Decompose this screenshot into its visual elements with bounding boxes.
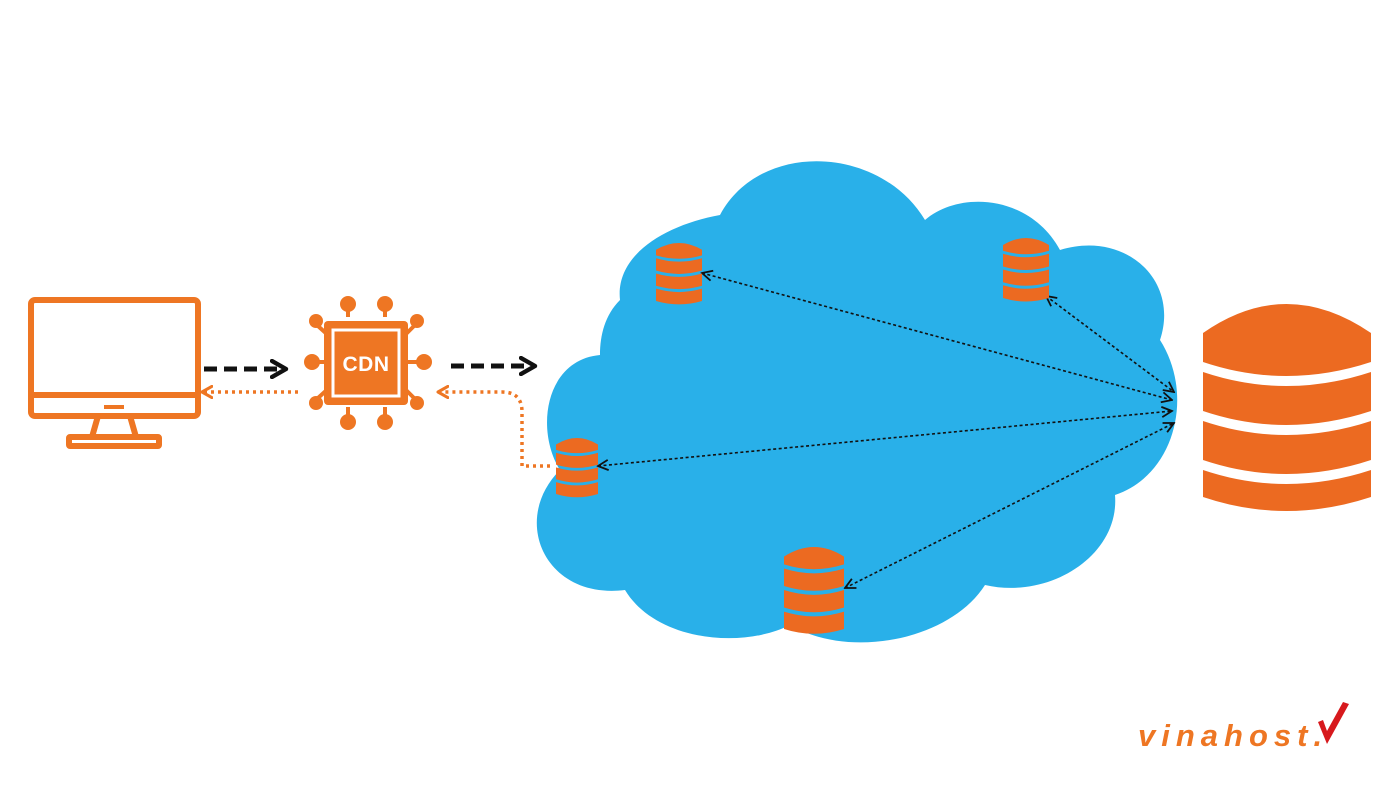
replication-arrow-top-left: [702, 273, 1172, 400]
cache-server-bottom: [784, 547, 844, 634]
cdn-chip-icon: CDN: [304, 296, 432, 430]
cylinder-band: [1003, 253, 1049, 271]
cylinder-band: [656, 288, 702, 305]
monitor-icon: [28, 297, 201, 449]
cloud-icon: [536, 161, 1178, 643]
cylinder-band: [656, 243, 702, 259]
cylinder-band: [556, 467, 598, 483]
cdn-label: CDN: [343, 353, 390, 376]
brand-wordmark: vinahost.: [1138, 718, 1328, 753]
vinahost-logo: vinahost.: [1138, 702, 1349, 753]
cylinder-band: [556, 438, 598, 454]
cache-server-mid-left: [556, 438, 598, 498]
cylinder-band: [556, 482, 598, 498]
cylinder-band: [784, 568, 844, 591]
cylinder-band: [1003, 269, 1049, 286]
cylinder-band: [656, 273, 702, 290]
cylinder-band: [784, 611, 844, 634]
cylinder-band: [784, 547, 844, 570]
response-arrow-cache-to-cdn: [438, 392, 550, 468]
cylinder-band: [1003, 238, 1049, 255]
cylinder-band: [1003, 285, 1049, 302]
replication-arrow-bottom: [845, 423, 1174, 588]
replication-arrow-top-right: [1046, 296, 1174, 392]
cache-server-top-right: [1003, 238, 1049, 302]
cache-server-top-left: [656, 243, 702, 305]
origin-database-icon: [1203, 304, 1371, 511]
brand-check-icon: [1318, 702, 1349, 744]
cylinder-band: [556, 452, 598, 468]
cylinder-band: [656, 258, 702, 274]
replication-arrows: [598, 273, 1174, 588]
cylinder-band: [784, 590, 844, 613]
